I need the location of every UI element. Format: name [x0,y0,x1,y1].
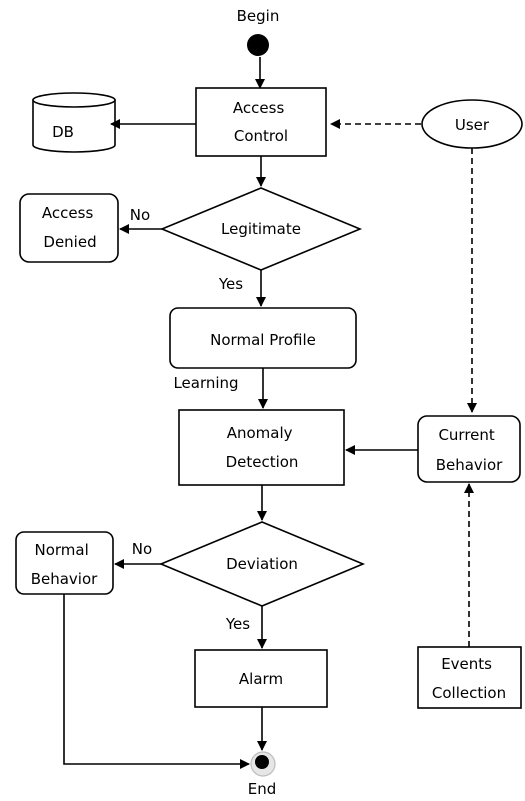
alarm-box [194,649,328,708]
current-behavior-label: Current Behavior [436,426,503,474]
access-control-label: Access Control [233,99,289,145]
access-denied-label: Access Denied [42,204,98,251]
db-node: DB [32,92,116,153]
db-label: DB [52,123,74,141]
edge-normal-behavior-end [63,594,250,769]
end-label: End [248,780,277,798]
normal-behavior-label: Normal Behavior [31,541,98,588]
anomaly-detection-box [178,409,345,486]
legitimate-no-label: No [130,206,150,224]
events-collection-box [417,646,522,709]
events-collection-label: Events Collection [432,655,506,702]
learning-label: Learning [173,374,238,392]
alarm-label: Alarm [239,670,283,688]
legitimate-label: Legitimate [221,220,301,238]
deviation-label: Deviation [226,555,298,573]
access-denied-box [19,193,119,263]
begin-label: Begin [237,7,280,25]
user-label: User [455,116,490,134]
start-node [247,34,269,56]
anomaly-detection-label: Anomaly Detection [226,424,299,471]
end-node-core [255,755,269,769]
deviation-no-label: No [132,540,152,558]
current-behavior-box [417,415,521,483]
normal-profile-label: Normal Profile [210,331,316,349]
deviation-yes-label: Yes [225,615,250,633]
legitimate-yes-label: Yes [218,275,243,293]
